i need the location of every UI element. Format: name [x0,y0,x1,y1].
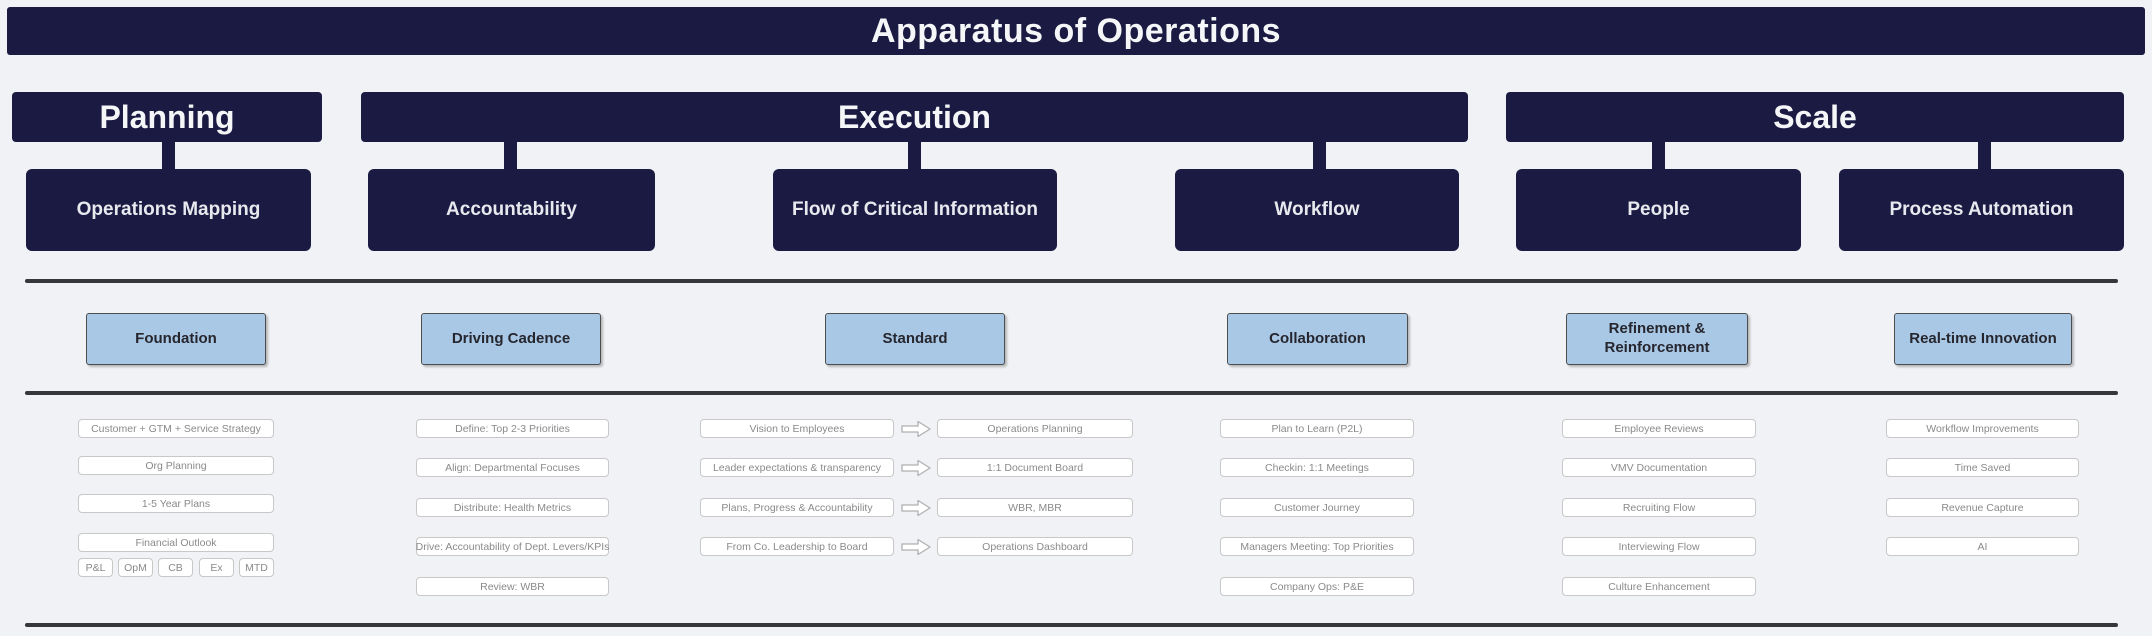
subsection-process-automation: Process Automation [1839,169,2124,251]
connector-execution-workflow [1313,140,1326,172]
divider-bottom [25,623,2118,627]
subsection-accountability: Accountability [368,169,655,251]
diagram-title: Apparatus of Operations [7,7,2145,55]
section-header-scale: Scale [1506,92,2124,142]
list-item: Revenue Capture [1886,498,2079,517]
list-item: Leader expectations & transparency [700,458,894,477]
list-item: Plan to Learn (P2L) [1220,419,1414,438]
subsection-operations-mapping: Operations Mapping [26,169,311,251]
list-item: Drive: Accountability of Dept. Levers/KP… [416,537,609,556]
divider-middle [25,391,2118,395]
list-item: Checkin: 1:1 Meetings [1220,458,1414,477]
block-arrow-right-icon [901,419,931,438]
list-item: Review: WBR [416,577,609,596]
block-arrow-right-icon [901,458,931,477]
list-item: Define: Top 2-3 Priorities [416,419,609,438]
connector-execution-flow-of-critical-information [908,140,921,172]
subsection-flow-of-critical-information: Flow of Critical Information [773,169,1057,251]
lane-header-refinement-reinforcement: Refinement & Reinforcement [1566,313,1748,365]
list-item: Operations Planning [937,419,1133,438]
connector-scale-people [1652,140,1665,172]
divider-top [25,279,2118,283]
list-item: VMV Documentation [1562,458,1756,477]
list-item: 1-5 Year Plans [78,494,274,513]
connector-scale-process-automation [1978,140,1991,172]
section-header-planning: Planning [12,92,322,142]
lane-header-standard: Standard [825,313,1005,365]
connector-execution-accountability [504,140,517,172]
list-item: Operations Dashboard [937,537,1133,556]
lane-header-driving-cadence: Driving Cadence [421,313,601,365]
list-item: Plans, Progress & Accountability [700,498,894,517]
section-header-execution: Execution [361,92,1468,142]
list-item: Employee Reviews [1562,419,1756,438]
subsection-people: People [1516,169,1801,251]
list-item: 1:1 Document Board [937,458,1133,477]
chip-cb: CB [158,558,193,577]
list-item: WBR, MBR [937,498,1133,517]
list-item: Workflow Improvements [1886,419,2079,438]
list-item: Align: Departmental Focuses [416,458,609,477]
list-item: Culture Enhancement [1562,577,1756,596]
list-item: Company Ops: P&E [1220,577,1414,596]
list-item: From Co. Leadership to Board [700,537,894,556]
block-arrow-right-icon [901,537,931,556]
chip-pnl: P&L [78,558,113,577]
list-item: Org Planning [78,456,274,475]
list-item: Recruiting Flow [1562,498,1756,517]
list-item: Interviewing Flow [1562,537,1756,556]
list-item: Distribute: Health Metrics [416,498,609,517]
subsection-workflow: Workflow [1175,169,1459,251]
chip-opm: OpM [118,558,153,577]
list-item: Managers Meeting: Top Priorities [1220,537,1414,556]
block-arrow-right-icon [901,498,931,517]
lane-header-foundation: Foundation [86,313,266,365]
lane-header-real-time-innovation: Real-time Innovation [1894,313,2072,365]
list-item: Vision to Employees [700,419,894,438]
list-item: Time Saved [1886,458,2079,477]
list-item: Customer + GTM + Service Strategy [78,419,274,438]
chip-ex: Ex [199,558,234,577]
lane-header-collaboration: Collaboration [1227,313,1408,365]
list-item: Customer Journey [1220,498,1414,517]
chip-mtd: MTD [239,558,274,577]
list-item: AI [1886,537,2079,556]
list-item: Financial Outlook [78,533,274,552]
connector-planning-operations-mapping [162,140,175,172]
